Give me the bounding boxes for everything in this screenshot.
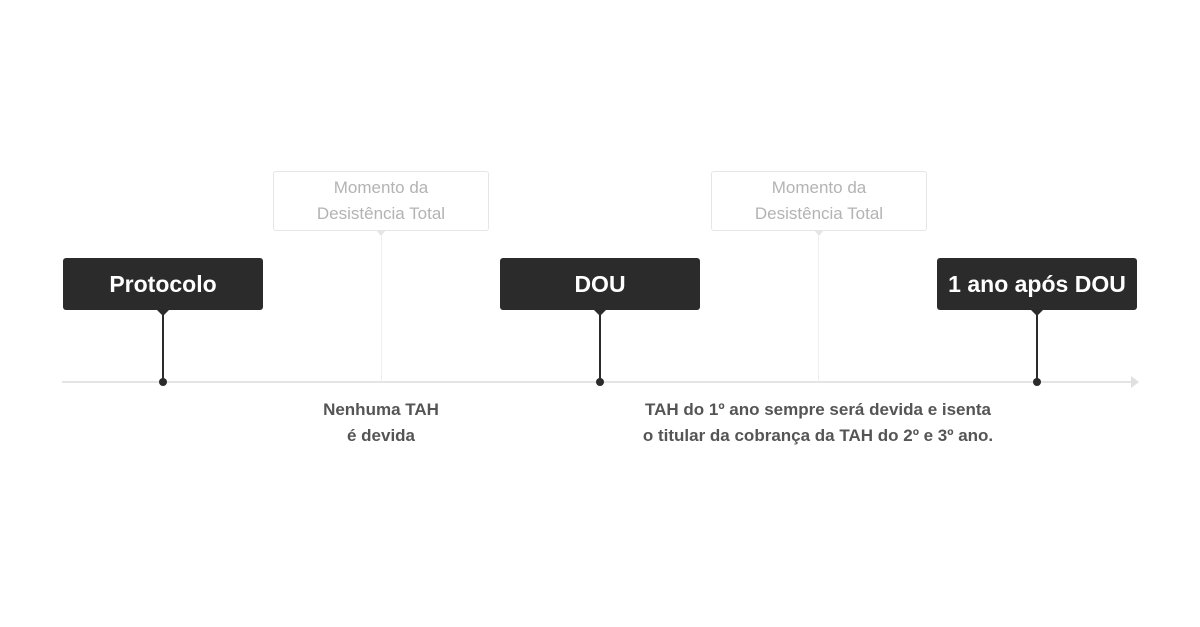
milestone-stem <box>1036 310 1038 382</box>
milestone-label: DOU <box>574 270 626 297</box>
event-stem <box>381 236 382 382</box>
milestone-dot <box>1033 378 1041 386</box>
milestone-stem <box>599 310 601 382</box>
milestone-label: 1 ano após DOU <box>948 270 1126 297</box>
note-nenhuma-tah: Nenhuma TAH é devida <box>281 397 481 449</box>
milestone-protocolo: Protocolo <box>63 258 263 316</box>
milestone-label: Protocolo <box>109 270 217 297</box>
note-line1: TAH do 1º ano sempre será devida e isent… <box>644 400 992 419</box>
milestone-stem <box>162 310 164 382</box>
event-label-line1: Momento da <box>333 178 429 197</box>
note-tah-primeiro-ano: TAH do 1º ano sempre será devida e isent… <box>618 397 1018 449</box>
event-label-line2: Desistência Total <box>316 204 446 223</box>
milestone-1-ano-apos-dou: 1 ano após DOU <box>937 258 1137 316</box>
note-line2: o titular da cobrança da TAH do 2º e 3º … <box>642 426 994 445</box>
milestone-dot <box>159 378 167 386</box>
event-box-desistencia-1: Momento da Desistência Total <box>273 171 489 236</box>
milestone-dot <box>596 378 604 386</box>
event-label-line2: Desistência Total <box>754 204 884 223</box>
milestone-dou: DOU <box>500 258 700 316</box>
event-box-desistencia-2: Momento da Desistência Total <box>711 171 927 236</box>
event-stem <box>818 236 819 382</box>
event-label-line1: Momento da <box>771 178 867 197</box>
note-line2: é devida <box>346 426 416 445</box>
axis-arrow-icon <box>1131 376 1139 388</box>
note-line1: Nenhuma TAH <box>323 400 439 419</box>
